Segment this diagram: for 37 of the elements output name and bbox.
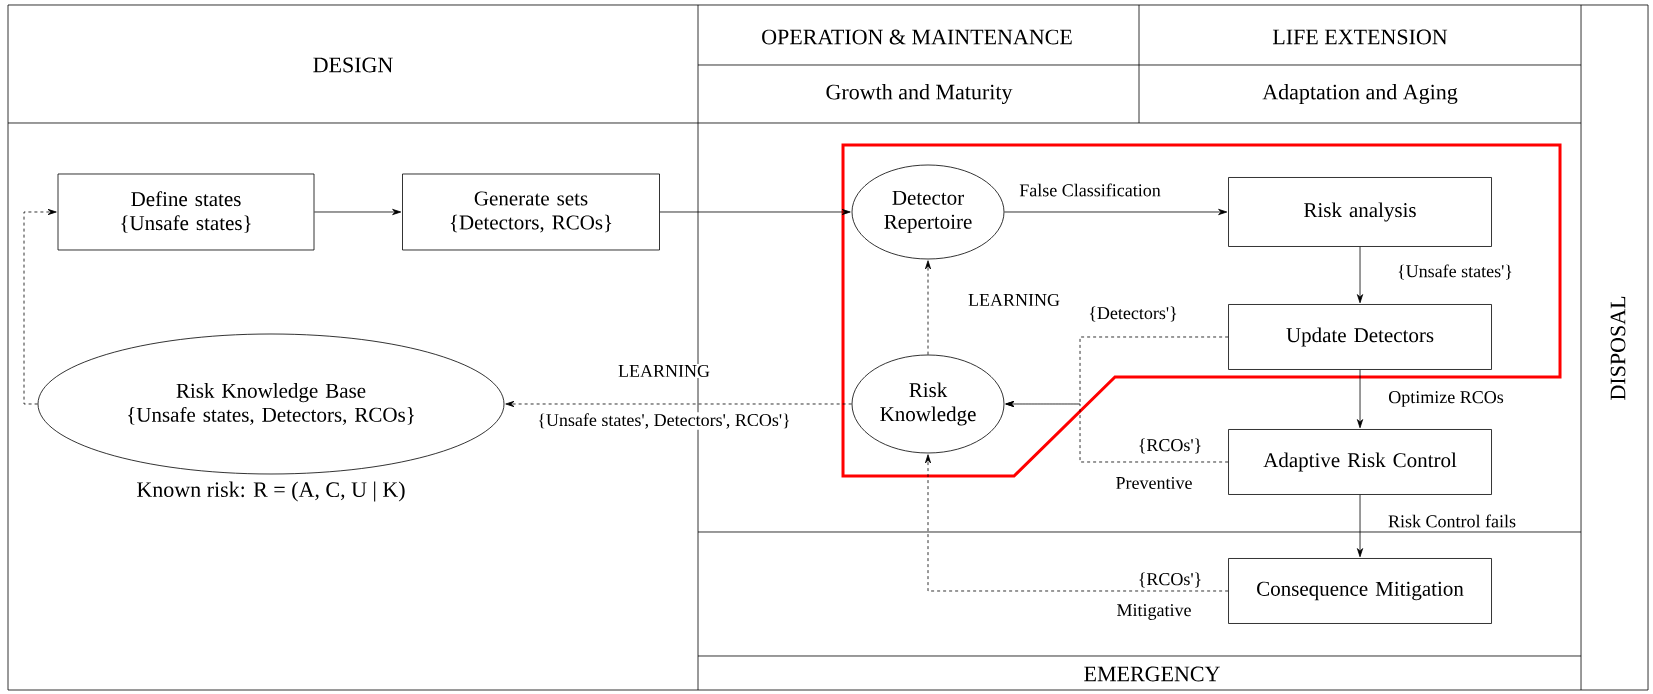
arrow [925, 454, 1229, 592]
edge-label: LEARNING [967, 292, 1061, 308]
arrow [505, 400, 852, 408]
arrow [1357, 494, 1364, 558]
column-subheader: Growth and Maturity [826, 84, 1013, 104]
arrow [1357, 369, 1364, 429]
arrow [1004, 208, 1228, 216]
edge-label: {RCOs'} [1136, 437, 1204, 455]
arrow [659, 208, 851, 216]
edge-label: {RCOs'} [1136, 571, 1204, 589]
row-header: EMERGENCY [1084, 666, 1220, 682]
process-box: Adaptive Risk Control [1228, 429, 1492, 495]
arrow [1005, 400, 1229, 463]
column-header: DISPOSAL [1610, 296, 1626, 400]
process-box: Generate sets {Detectors, RCOs} [402, 173, 660, 251]
process-box: Define states {Unsafe states} [57, 173, 315, 251]
edge-label: Risk Control fails [1387, 513, 1517, 529]
risk-formula: Known risk: R = (A, C, U | K) [137, 481, 405, 502]
line-note: Mitigative [1115, 603, 1193, 621]
arrow [1357, 246, 1364, 304]
line-note: Preventive [1114, 475, 1194, 491]
arrow [23, 208, 57, 405]
arrow [314, 208, 402, 216]
process-box: Consequence Mitigation [1228, 558, 1492, 624]
edge-label: False Classification [1018, 182, 1162, 198]
line-note: {Unsafe states', Detectors', RCOs'} [536, 412, 792, 430]
edge-label: Optimize RCOs [1387, 390, 1505, 408]
edge-label: LEARNING [617, 363, 711, 379]
process-box: Risk analysis [1228, 177, 1492, 247]
process-box: Update Detectors [1228, 304, 1492, 370]
column-header: OPERATION & MAINTENANCE [762, 29, 1072, 45]
edge-label: {Unsafe states'} [1396, 263, 1514, 281]
edge-label: {Detectors'} [1087, 305, 1179, 323]
column-header: DESIGN [313, 57, 393, 73]
arrow [925, 260, 932, 355]
column-subheader: Adaptation and Aging [1262, 84, 1458, 104]
column-header: LIFE EXTENSION [1272, 29, 1448, 45]
